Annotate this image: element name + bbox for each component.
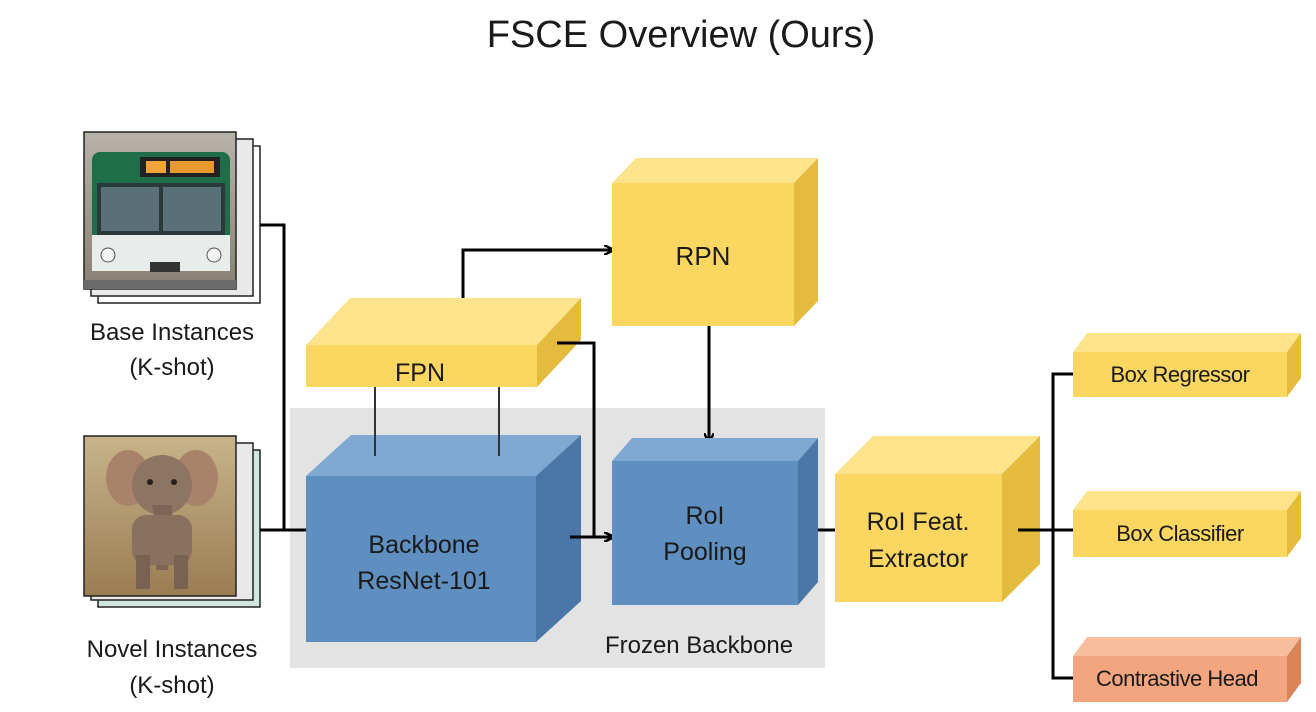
box-regressor-block xyxy=(1073,333,1301,397)
input-connectors xyxy=(260,223,306,532)
contrastive-head-block xyxy=(1073,637,1301,702)
base-instances-label-line2: (K-shot) xyxy=(129,354,214,381)
backbone-label-line2: ResNet-101 xyxy=(357,567,490,595)
roi-pooling-label-line2: Pooling xyxy=(663,538,746,566)
roi-pooling-block xyxy=(612,438,818,605)
rpn-block xyxy=(612,158,818,326)
novel-instances-image xyxy=(83,435,261,608)
roi-extractor-block xyxy=(835,436,1040,602)
box-classifier-label: Box Classifier xyxy=(1116,521,1244,546)
box-classifier-block xyxy=(1073,491,1301,557)
fpn-backbone-links xyxy=(374,387,500,456)
backbone-label-line1: Backbone xyxy=(368,531,479,559)
frozen-backbone-label: Frozen Backbone xyxy=(605,632,793,659)
box-regressor-label: Box Regressor xyxy=(1110,362,1249,387)
novel-instances-label-line1: Novel Instances xyxy=(87,636,258,663)
roi-extractor-label-line2: Extractor xyxy=(868,545,968,573)
base-instances-image xyxy=(83,131,261,304)
roi-extractor-label-line1: RoI Feat. xyxy=(867,508,970,536)
contrastive-head-label: Contrastive Head xyxy=(1096,666,1258,691)
fpn-block xyxy=(306,298,581,387)
heads-connectors xyxy=(1018,372,1073,680)
fpn-label: FPN xyxy=(395,359,445,387)
fpn-to-rpn-arrow xyxy=(461,250,612,298)
roi-pooling-label-line1: RoI xyxy=(686,502,725,530)
novel-instances-label-line2: (K-shot) xyxy=(129,672,214,699)
rpn-label: RPN xyxy=(676,241,731,271)
base-instances-label-line1: Base Instances xyxy=(90,319,254,346)
page-title: FSCE Overview (Ours) xyxy=(487,14,875,56)
